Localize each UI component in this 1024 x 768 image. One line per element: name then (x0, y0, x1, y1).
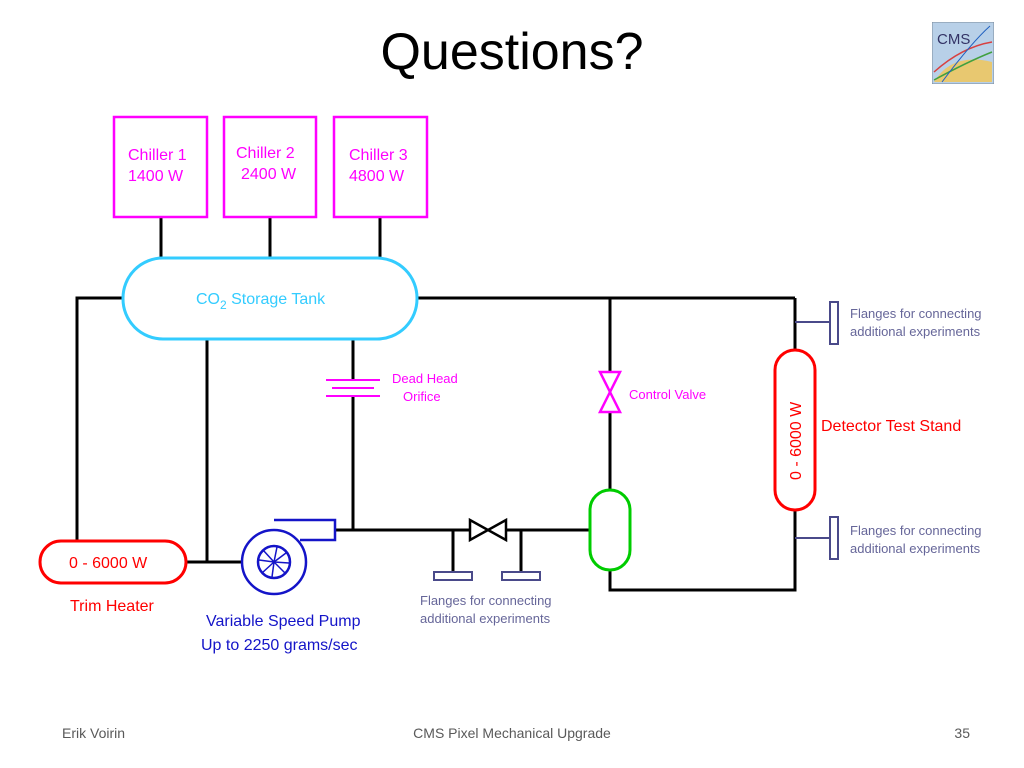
chiller-3-name: Chiller 3 (349, 147, 408, 164)
chiller-3: Chiller 3 4800 W (332, 115, 429, 219)
slide-title: Questions? (380, 23, 644, 81)
pump-label-2: Up to 2250 grams/sec (201, 637, 358, 654)
pump-icon (240, 518, 337, 596)
bottom-flanges-label-1: Flanges for connecting (420, 593, 552, 608)
detector-label: Detector Test Stand (821, 418, 961, 435)
cms-logo-text: CMS (937, 31, 970, 48)
detector-range: 0 - 6000 W (788, 401, 805, 480)
chiller-1: Chiller 1 1400 W (112, 115, 209, 219)
chiller-2-power: 2400 W (241, 166, 297, 183)
control-valve-icon: Control Valve (597, 370, 706, 414)
footer-author: Erik Voirin (62, 725, 126, 741)
top-right-flanges-label-2: additional experiments (850, 324, 981, 339)
dead-head-label: Dead Head (392, 371, 458, 386)
chiller-1-power: 1400 W (128, 168, 184, 185)
chiller-3-power: 4800 W (349, 168, 405, 185)
heater-range: 0 - 6000 W (69, 555, 148, 572)
detector-test-stand: 0 - 6000 W Detector Test Stand (773, 348, 961, 512)
tank-label: CO2 Storage Tank (196, 291, 326, 312)
chiller-1-name: Chiller 1 (128, 147, 187, 164)
heater-label: Trim Heater (70, 598, 155, 615)
footer-page-number: 35 (954, 725, 970, 741)
inline-valve-icon (468, 517, 508, 543)
chiller-2: Chiller 2 2400 W (222, 115, 318, 219)
orifice-label: Orifice (403, 389, 441, 404)
bottom-right-flanges-label-1: Flanges for connecting (850, 523, 982, 538)
separator-vessel (588, 488, 632, 572)
co2-storage-tank: CO2 Storage Tank (121, 256, 419, 341)
bottom-flanges-icon (433, 571, 541, 581)
top-right-flanges-label-1: Flanges for connecting (850, 306, 982, 321)
footer-title: CMS Pixel Mechanical Upgrade (413, 725, 611, 741)
bottom-right-flanges-label-2: additional experiments (850, 541, 981, 556)
bottom-flanges-label-2: additional experiments (420, 611, 551, 626)
pipes (75, 217, 797, 592)
cms-logo-icon: CMS (932, 22, 994, 84)
right-flanges-icon (795, 301, 839, 560)
chiller-2-name: Chiller 2 (236, 145, 295, 162)
dead-head-orifice: Dead Head Orifice (326, 371, 458, 404)
trim-heater: 0 - 6000 W Trim Heater (38, 539, 188, 615)
control-valve-label: Control Valve (629, 387, 706, 402)
pump-label-1: Variable Speed Pump (206, 613, 361, 630)
